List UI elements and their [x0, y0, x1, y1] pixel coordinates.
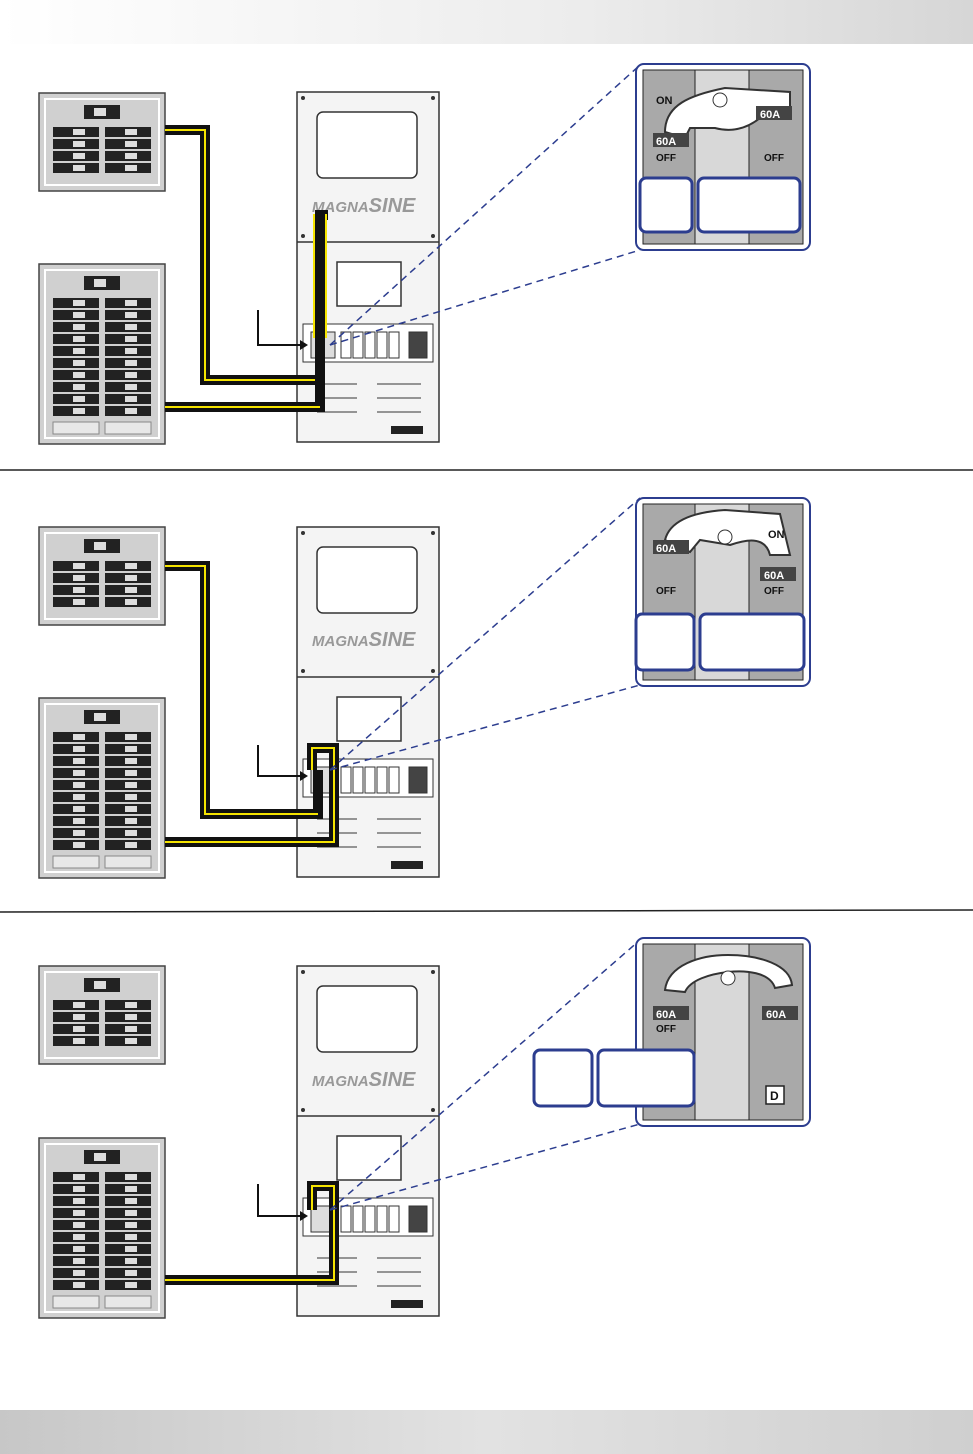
svg-text:D: D — [770, 1089, 779, 1103]
callout-box-right-2 — [698, 612, 806, 672]
svg-text:OFF: OFF — [656, 153, 676, 164]
svg-text:OFF: OFF — [764, 586, 784, 597]
callout-box-right-1 — [696, 176, 802, 234]
main-panel-2 — [39, 698, 165, 878]
callout-box-left-2 — [634, 612, 696, 672]
header-bar — [0, 0, 973, 44]
svg-text:60A: 60A — [760, 109, 780, 121]
breaker-detail-2: 60A OFF ON 60A OFF — [634, 497, 811, 687]
callout-box-left-3 — [532, 1048, 594, 1108]
svg-text:ON: ON — [656, 95, 673, 107]
inverter-2 — [296, 526, 440, 878]
svg-text:OFF: OFF — [656, 586, 676, 597]
callout-box-right-3 — [596, 1048, 696, 1108]
section-1: MAGNASINE ON 60A OFF 60A OFF — [39, 63, 811, 444]
sub-panel-2 — [39, 527, 165, 625]
square-mark — [765, 1085, 785, 1105]
svg-text:OFF: OFF — [764, 153, 784, 164]
svg-text:60A: 60A — [766, 1009, 786, 1021]
svg-text:60A: 60A — [656, 543, 676, 555]
brand-label-2: MAGNASINE — [312, 629, 416, 651]
breaker-detail-3: 60A OFF 60A D — [532, 937, 811, 1127]
callout-box-left-1 — [638, 176, 694, 234]
svg-text:ON: ON — [768, 529, 785, 541]
main-panel-3 — [39, 1138, 165, 1318]
breaker-detail-1: ON 60A OFF 60A OFF — [635, 63, 811, 251]
svg-text:60A: 60A — [656, 136, 676, 148]
svg-text:OFF: OFF — [656, 1024, 676, 1035]
svg-text:60A: 60A — [656, 1009, 676, 1021]
footer-bar — [0, 1410, 973, 1454]
svg-text:60A: 60A — [764, 570, 784, 582]
sub-panel-1 — [39, 93, 165, 191]
section-2: MAGNASINE 60A OFF ON 60A OFF — [39, 497, 811, 878]
section-3: MAGNASINE 60A OFF 60A D — [39, 937, 811, 1318]
sub-panel-3 — [39, 966, 165, 1064]
brand-label-3: MAGNASINE — [312, 1069, 416, 1091]
section-divider-2 — [0, 909, 973, 913]
inverter-3 — [296, 965, 440, 1317]
main-panel-1 — [39, 264, 165, 444]
